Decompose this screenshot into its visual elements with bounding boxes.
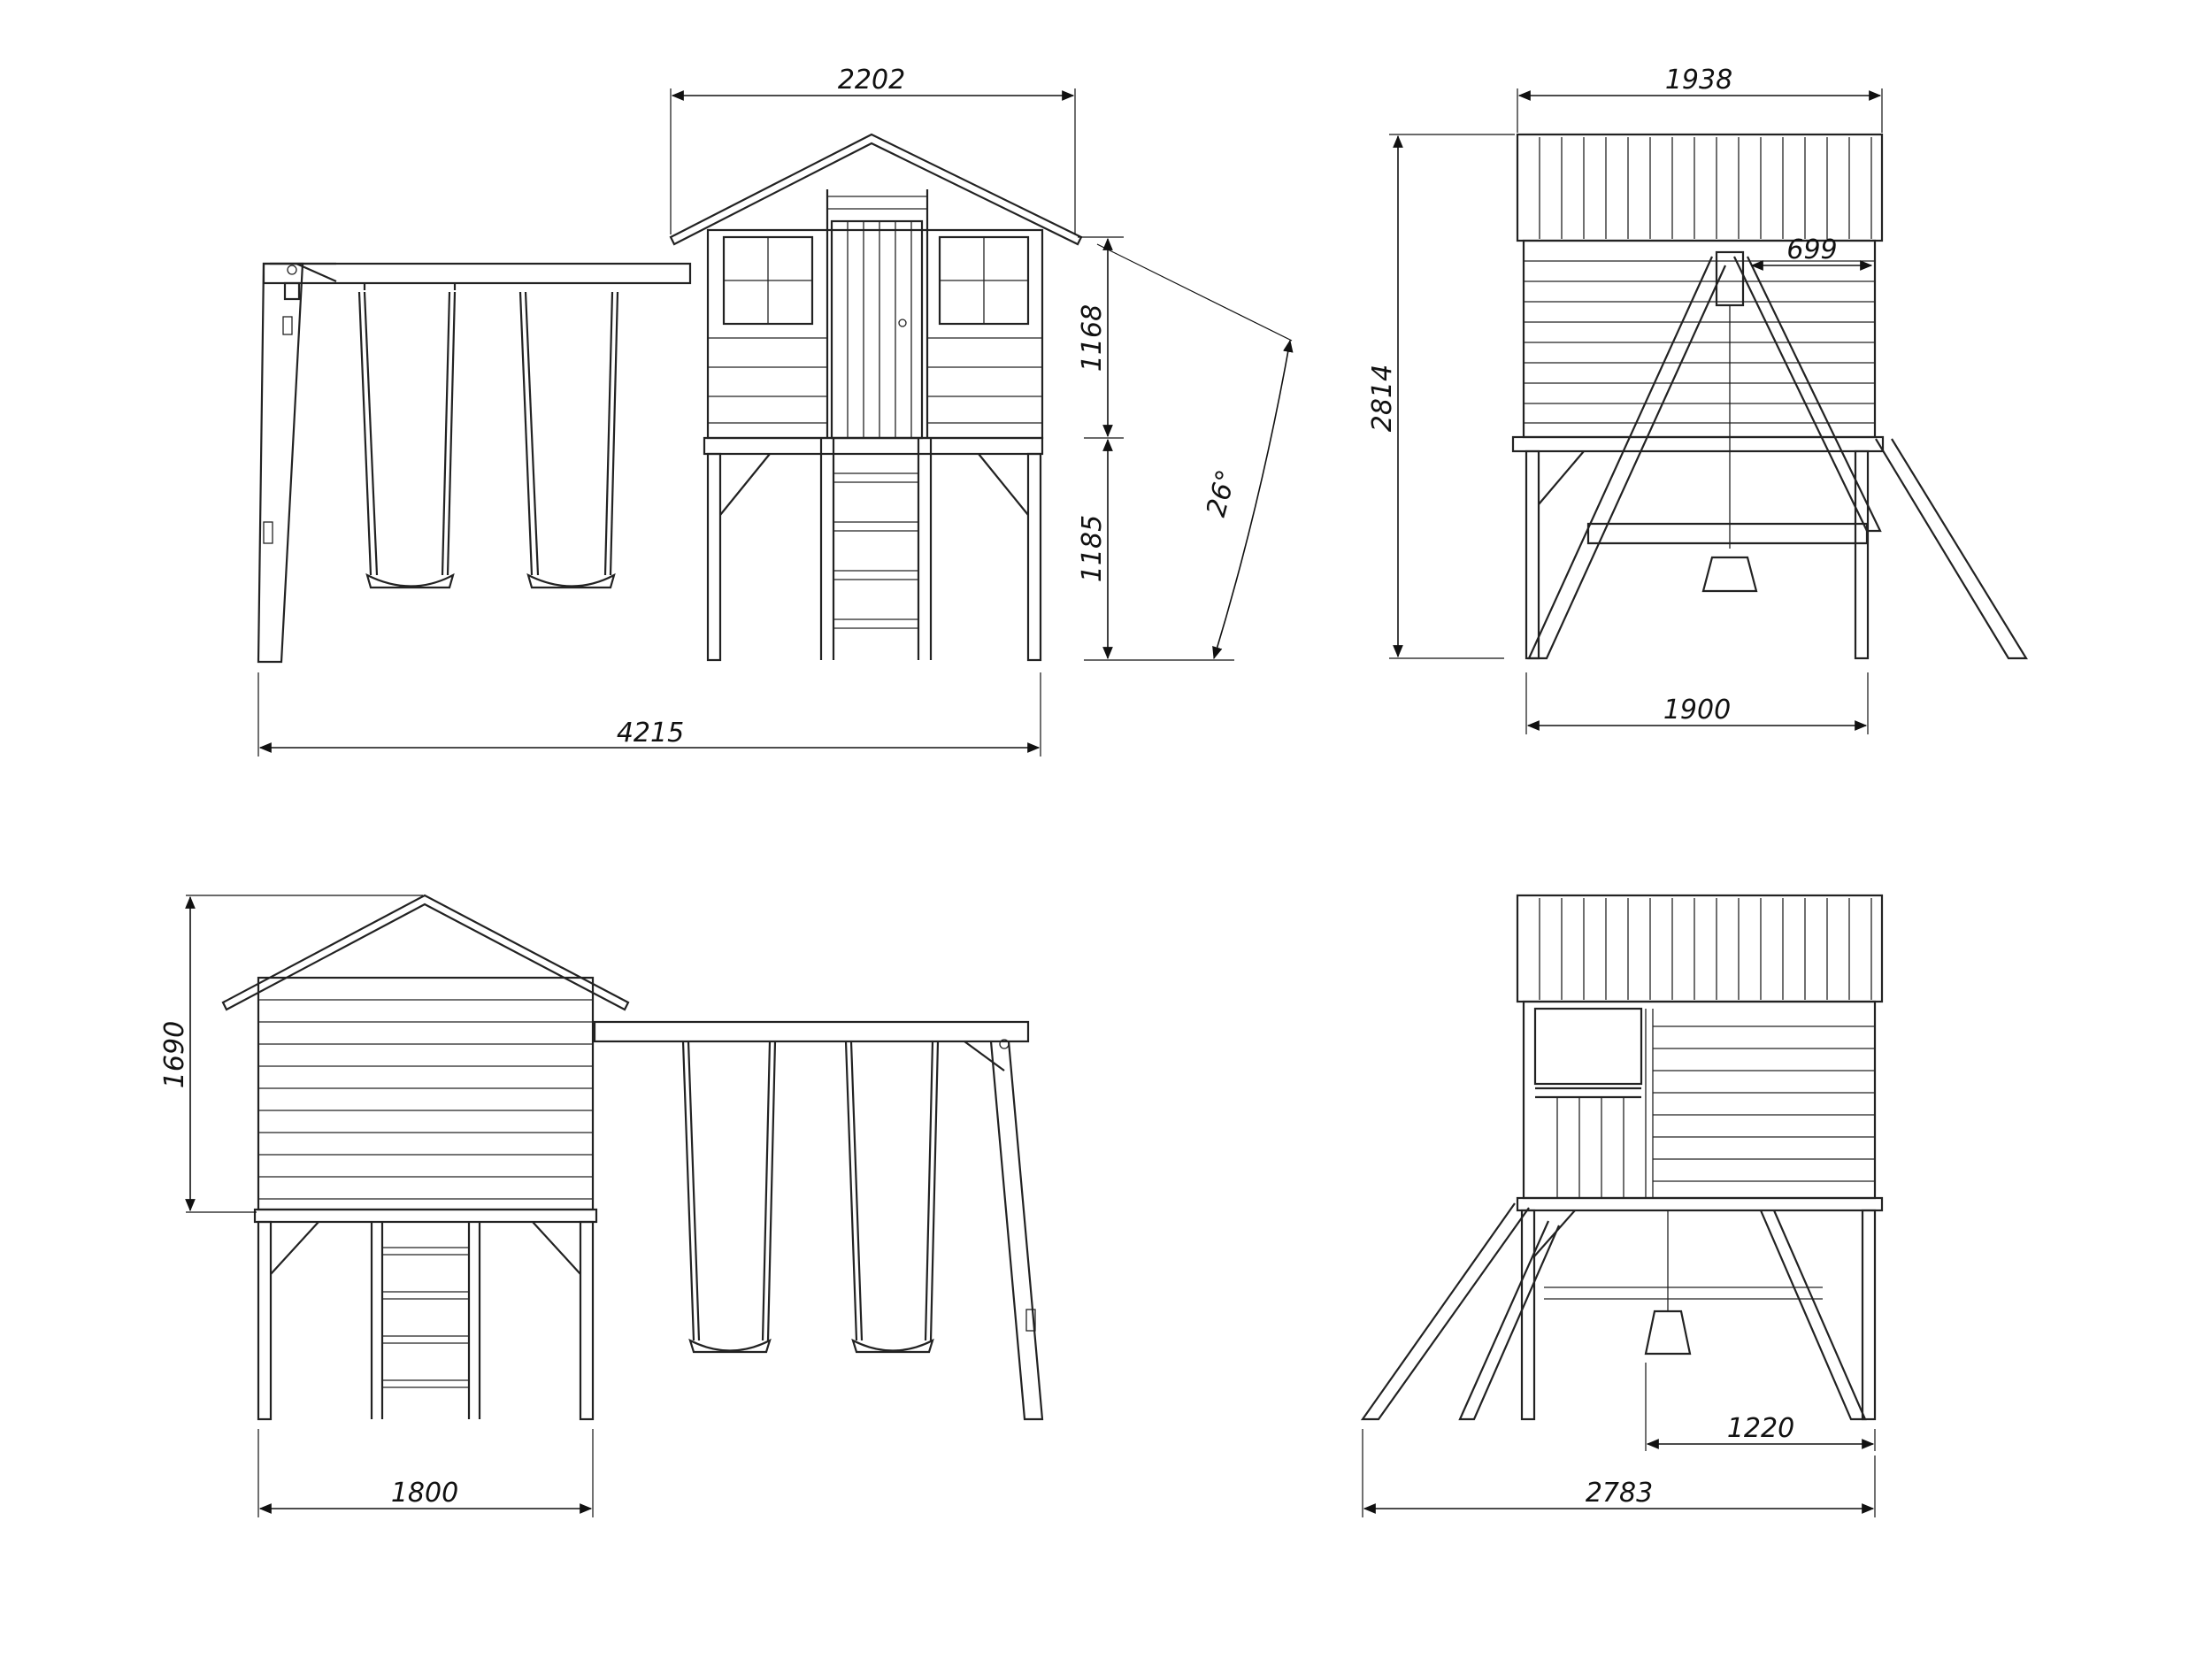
dim-4215: 4215 [617, 718, 684, 749]
dim-2783: 2783 [1586, 1478, 1653, 1509]
front-view: 2202 1168 1185 26° 4215 [257, 65, 1294, 757]
back-house [221, 894, 630, 1421]
back-view: 1690 1800 [159, 894, 1044, 1517]
dim-1690: 1690 [159, 1021, 190, 1088]
dim-26deg: 26° [1201, 466, 1243, 519]
dim-1938: 1938 [1665, 65, 1732, 96]
right-dimensions: 1938 699 2814 1900 [1367, 65, 1883, 734]
front-swing-left [357, 283, 457, 589]
dim-1800: 1800 [391, 1478, 458, 1509]
dim-1168: 1168 [1077, 304, 1108, 372]
front-house [669, 133, 1083, 662]
dim-1185: 1185 [1077, 515, 1108, 582]
front-swing-frame [257, 262, 692, 664]
front-dimensions: 2202 1168 1185 26° 4215 [257, 65, 1294, 757]
left-side-view: 1220 2783 [1360, 894, 1884, 1517]
dim-699: 699 [1786, 234, 1837, 265]
back-swing-frame [593, 1020, 1044, 1421]
dim-1900: 1900 [1663, 695, 1731, 726]
dim-1220: 1220 [1727, 1413, 1794, 1444]
left-dimensions: 1220 2783 [1362, 1363, 1876, 1517]
dim-2202: 2202 [838, 65, 905, 96]
left-house [1360, 894, 1884, 1421]
dim-2814: 2814 [1367, 365, 1398, 432]
front-swing-right [518, 291, 619, 589]
right-side-view: 1938 699 2814 1900 [1367, 65, 2028, 734]
right-house [1511, 133, 2028, 660]
back-dimensions: 1690 1800 [159, 895, 594, 1517]
